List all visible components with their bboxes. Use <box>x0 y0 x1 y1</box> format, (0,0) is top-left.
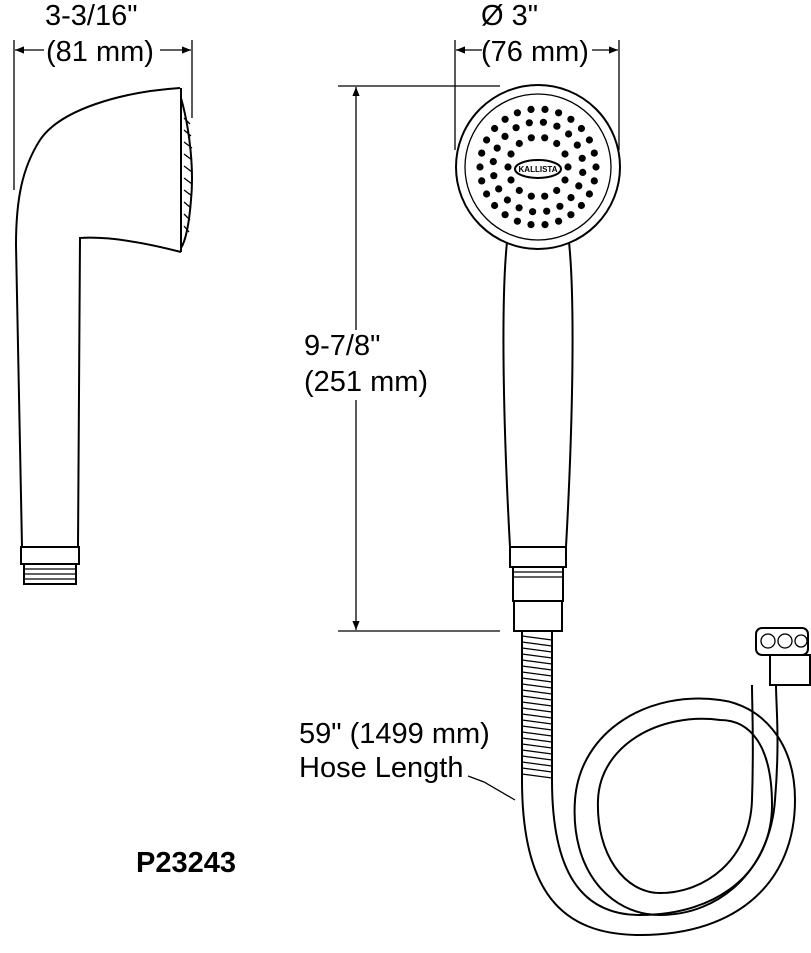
hose-length-value: 59" (1499 mm) <box>299 718 490 750</box>
shower-hose <box>467 627 811 937</box>
face-diameter-mm: (76 mm) <box>481 36 589 68</box>
brand-logo: KALLISTA <box>519 165 558 174</box>
height-inches: 9-7/8" <box>304 330 380 362</box>
side-width-mm: (81 mm) <box>46 36 154 68</box>
front-view-handshower: KALLISTA <box>338 40 621 632</box>
model-number: P23243 <box>136 847 236 879</box>
height-mm: (251 mm) <box>304 366 428 398</box>
spray-nozzles <box>476 105 600 229</box>
face-diameter-inches: Ø 3" <box>481 0 538 32</box>
side-view-handshower <box>13 40 193 585</box>
side-width-inches: 3-3/16" <box>45 0 138 32</box>
hose-length-label: Hose Length <box>299 752 463 784</box>
